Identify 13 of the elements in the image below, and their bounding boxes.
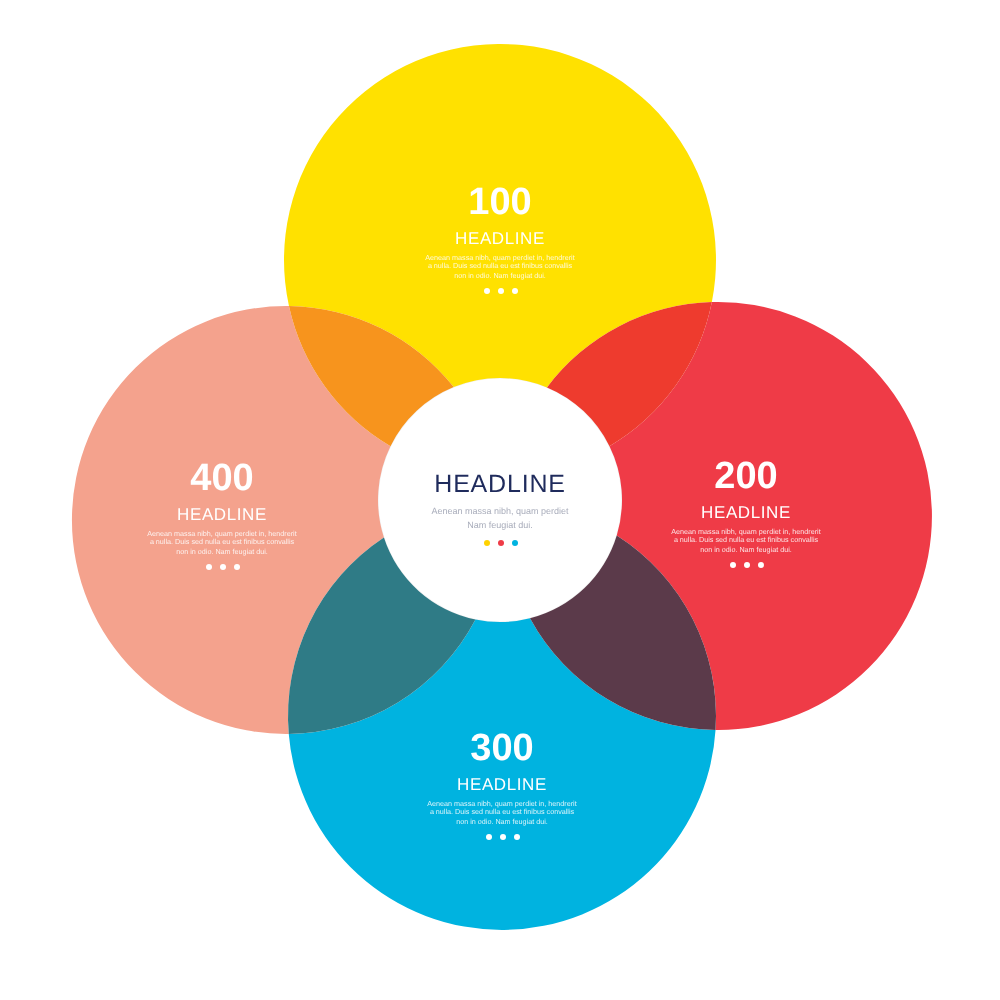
step-number: 300 <box>470 730 534 768</box>
step-number: 100 <box>468 184 532 222</box>
headline: HEADLINE <box>701 502 791 522</box>
overlap-segment <box>546 302 712 448</box>
step-number: 200 <box>714 458 778 496</box>
headline: HEADLINE <box>434 470 566 498</box>
step-number: 400 <box>190 460 254 498</box>
headline: HEADLINE <box>455 228 545 248</box>
overlap-segment <box>288 306 454 448</box>
overlap-segment <box>530 534 716 730</box>
center-circle <box>378 378 622 622</box>
headline: HEADLINE <box>177 504 267 524</box>
headline: HEADLINE <box>457 774 547 794</box>
